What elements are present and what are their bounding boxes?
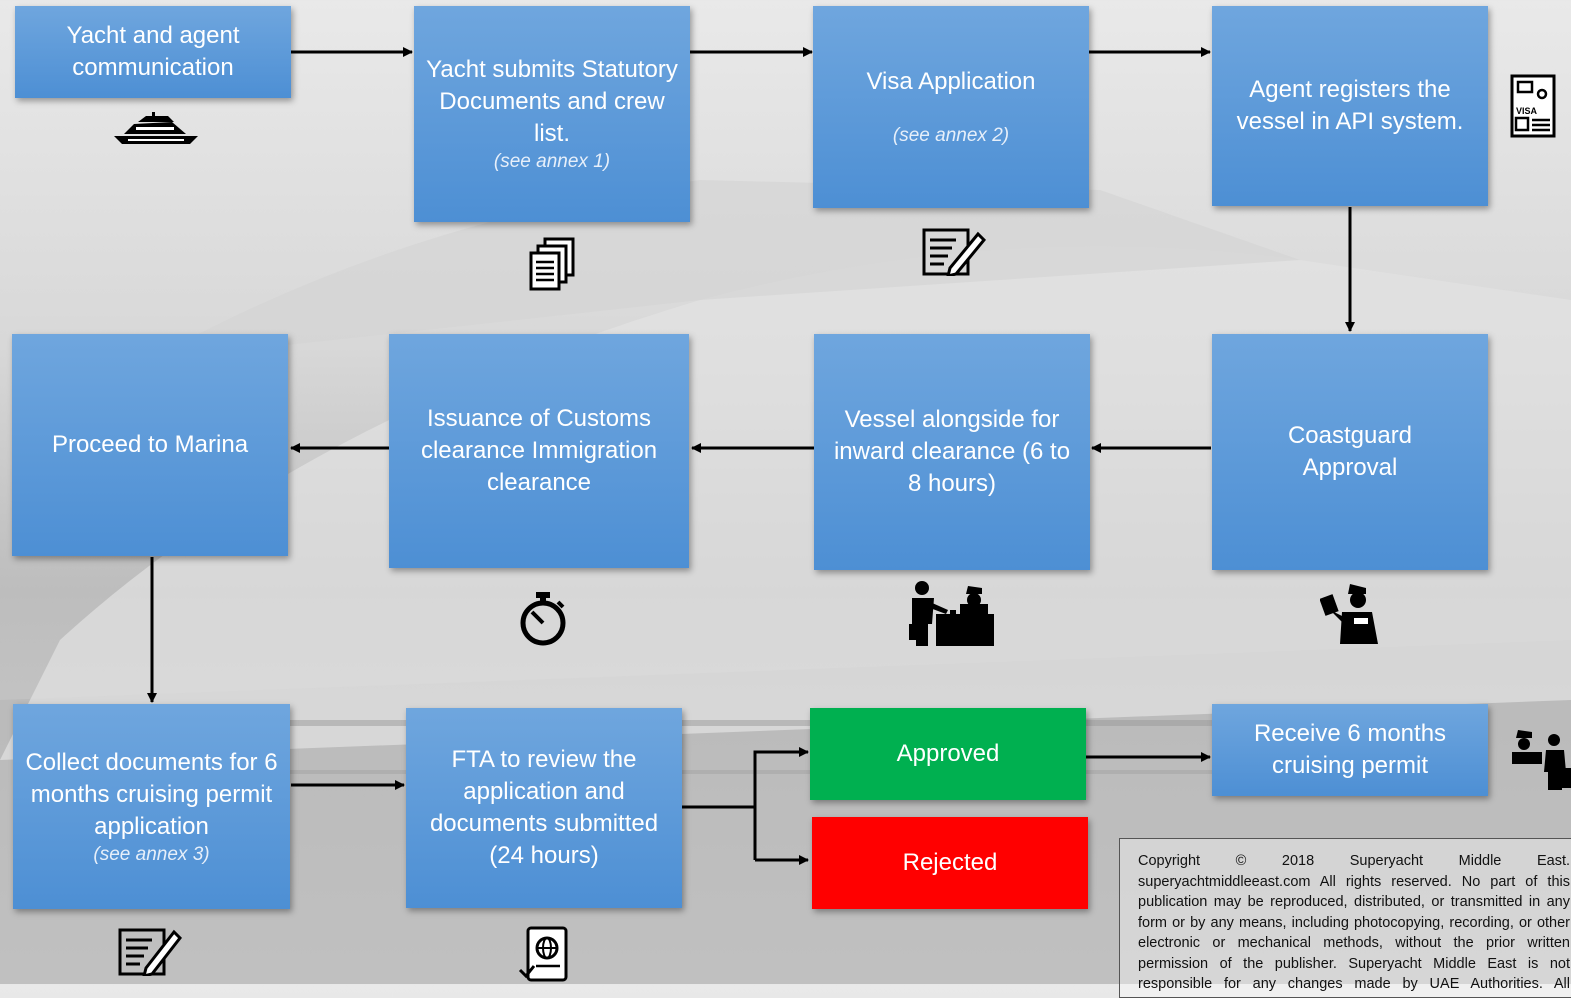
step-label: Issuance of Customs clearance Immigratio… (420, 405, 658, 496)
form-edit-icon (118, 928, 182, 976)
step-label: Yacht and agent communication (66, 22, 240, 81)
step-label: Visa Application (866, 68, 1036, 95)
step-label: Rejected (902, 849, 998, 876)
step-annex-note: (see annex 2) (892, 125, 1010, 146)
yacht-icon (114, 112, 198, 144)
step-vessel-alongside: Vessel alongside for inward clearance (6… (814, 334, 1090, 570)
step-approved: Approved (810, 708, 1086, 800)
stopwatch-icon (520, 592, 566, 646)
passport-approval-icon (518, 926, 568, 982)
step-coastguard-approval: Coastguard Approval (1212, 334, 1488, 570)
step-fta-review: FTA to review the application and docume… (406, 708, 682, 908)
step-collect-documents: Collect documents for 6 months cruising … (13, 704, 290, 909)
step-label: Vessel alongside for inward clearance (6… (833, 406, 1071, 497)
arrow-b10-b11 (753, 747, 809, 860)
copyright-notice: Copyright © 2018 Superyacht Middle East.… (1119, 838, 1571, 998)
step-yacht-agent-communication: Yacht and agent communication (15, 6, 291, 98)
step-annex-note: (see annex 3) (93, 843, 210, 865)
step-annex-note: (see annex 1) (493, 151, 611, 172)
step-label: Collect documents for 6 months cruising … (25, 748, 278, 840)
step-label: Proceed to Marina (51, 431, 249, 458)
step-label: Coastguard Approval (1287, 422, 1413, 481)
step-rejected: Rejected (812, 817, 1088, 909)
step-visa-application: Visa Application (see annex 2) (813, 6, 1089, 208)
form-edit-icon (922, 228, 986, 276)
step-receive-permit: Receive 6 months cruising permit (1212, 704, 1488, 796)
step-proceed-to-marina: Proceed to Marina (12, 334, 288, 556)
step-agent-registers-api: Agent registers the vessel in API system… (1212, 6, 1488, 206)
coastguard-officer-icon (1320, 584, 1378, 644)
step-label: Yacht submits Statutory Documents and cr… (426, 56, 678, 147)
step-submit-documents: Yacht submits Statutory Documents and cr… (414, 6, 690, 222)
customs-desk-icon (909, 581, 994, 646)
documents-icon (529, 237, 575, 291)
step-label: FTA to review the application and docume… (429, 746, 659, 869)
visa-card-icon: VISA (1510, 74, 1556, 138)
step-label: Agent registers the vessel in API system… (1236, 76, 1464, 135)
permit-officer-icon (1512, 730, 1571, 790)
step-issuance-clearance: Issuance of Customs clearance Immigratio… (389, 334, 689, 568)
step-label: Receive 6 months cruising permit (1253, 720, 1447, 779)
svg-text:VISA: VISA (1516, 106, 1538, 116)
step-label: Approved (896, 740, 1000, 767)
